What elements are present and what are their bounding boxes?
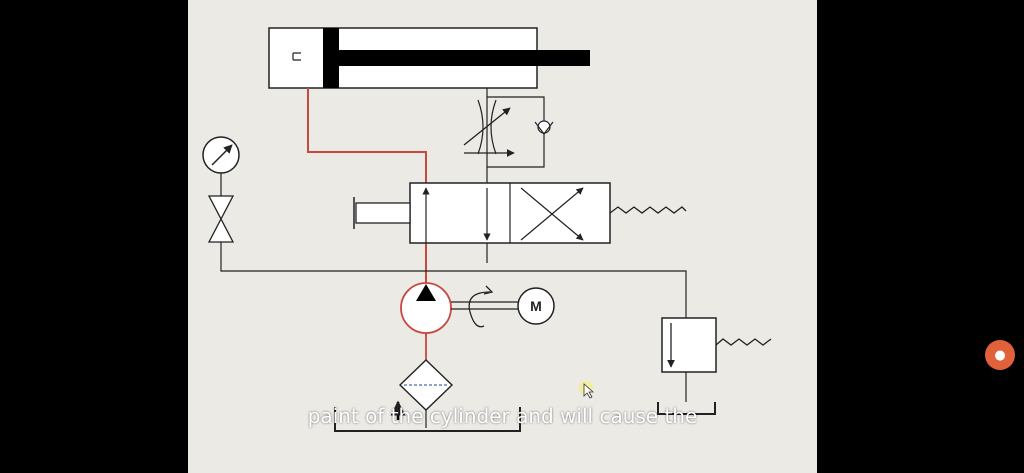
motor: M <box>517 287 555 325</box>
spring <box>609 206 687 214</box>
push-button-actuator <box>355 202 411 224</box>
motor-icon <box>517 287 555 325</box>
camera-icon: ● <box>994 347 1006 363</box>
piston-rod <box>339 50 590 66</box>
camera-record-button[interactable]: ● <box>985 340 1015 370</box>
pressure-relief-valve <box>657 317 772 415</box>
hydraulic-pump <box>400 282 518 334</box>
relief-spring <box>715 338 772 346</box>
relief-tank <box>657 402 716 415</box>
motor-label: M <box>530 298 542 314</box>
filter <box>398 359 454 411</box>
hydraulic-circuit-diagram: M <box>202 27 772 432</box>
check-valve-ball <box>537 120 551 134</box>
piston <box>323 28 339 88</box>
cursor-pointer <box>579 381 595 399</box>
flow-control-valve <box>463 88 554 183</box>
shutoff-valve <box>207 195 235 243</box>
directional-control-valve <box>353 182 687 244</box>
hydraulic-cylinder <box>268 27 590 89</box>
reservoir-tank <box>334 407 521 432</box>
pressure-gauge <box>202 136 240 243</box>
subtitle-caption: paint of the cylinder and will cause the <box>307 404 698 428</box>
